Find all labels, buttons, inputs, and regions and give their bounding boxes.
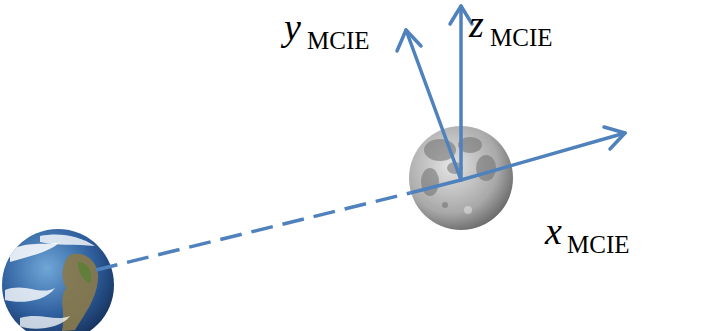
earth-moon-line	[96, 193, 410, 270]
y-axis-arrow	[397, 30, 461, 180]
axis-name: x	[545, 212, 562, 250]
axis-subscript: MCIE	[490, 25, 553, 50]
z-axis-arrow	[450, 6, 472, 180]
axis-subscript: MCIE	[307, 28, 370, 53]
axis-name: z	[469, 5, 484, 43]
axis-subscript: MCIE	[567, 232, 630, 257]
x-axis-arrow	[461, 127, 625, 180]
earth-picture	[2, 229, 114, 331]
axis-name: y	[284, 8, 301, 46]
earth-moon-line	[410, 180, 461, 193]
